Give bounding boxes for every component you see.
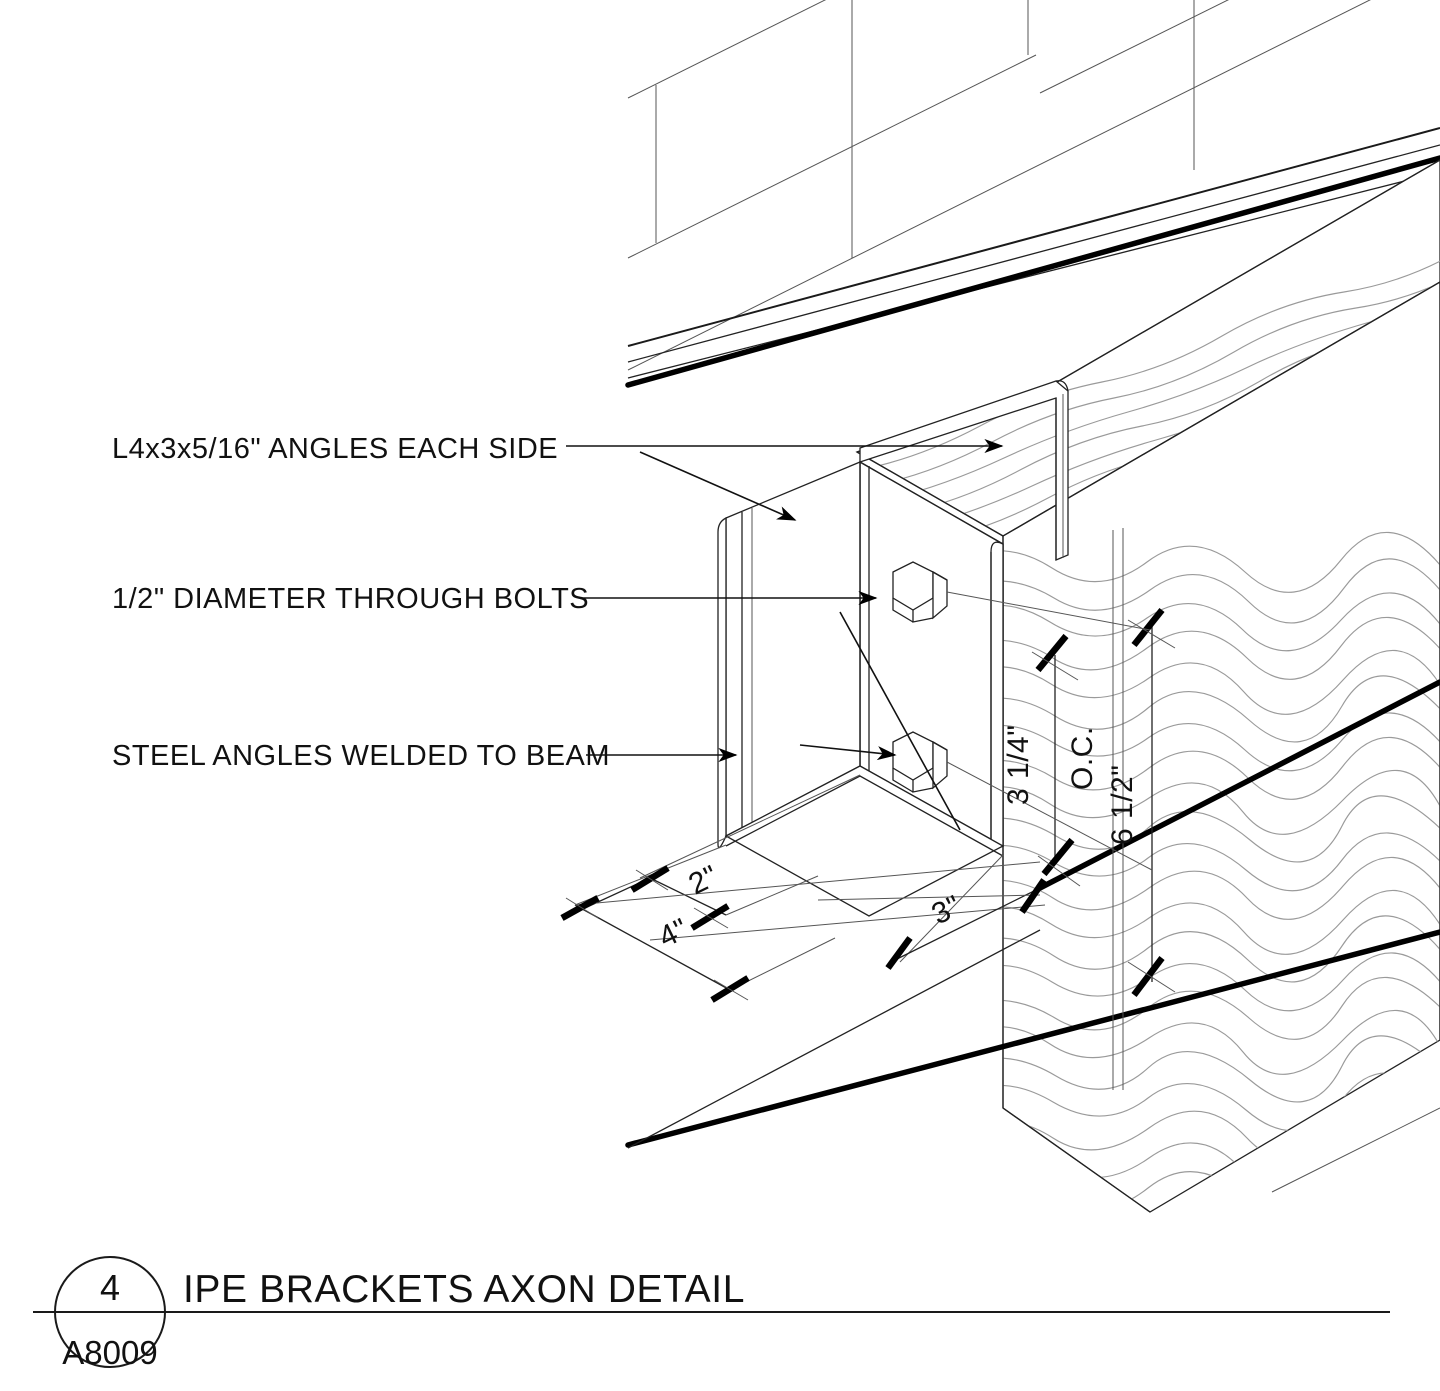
sheet-number: A8009 [62, 1334, 157, 1371]
dimension-group-horizontal [560, 774, 1047, 1003]
callout-angles-each-side: L4x3x5/16" ANGLES EACH SIDE [112, 433, 558, 465]
dimension-value-oc: O.C. [1066, 726, 1099, 790]
detail-number: 4 [100, 1267, 120, 1308]
steel-angle-bracket-far [859, 380, 1069, 561]
title-block: 4 A8009 IPE BRACKETS AXON DETAIL [33, 1256, 1390, 1371]
dimension-value-3-1-4in: 3 1/4" [1002, 725, 1035, 805]
dimension-value-3in: 3" [927, 889, 967, 931]
upper-steel-beam [625, 0, 1440, 388]
dimension-group-vertical [946, 591, 1176, 997]
callout-through-bolts: 1/2" DIAMETER THROUGH BOLTS [112, 583, 589, 615]
detail-title: IPE BRACKETS AXON DETAIL [183, 1268, 745, 1311]
leader-lines [566, 438, 1004, 831]
callout-welded-angles: STEEL ANGLES WELDED TO BEAM [112, 740, 610, 772]
hex-bolt-upper [892, 561, 948, 623]
hex-bolt-lower [892, 731, 948, 793]
dimension-value-4in: 4" [654, 912, 694, 954]
dimension-value-6-1-2in: 6 1/2" [1106, 765, 1139, 845]
dimension-value-2in: 2" [684, 859, 724, 901]
